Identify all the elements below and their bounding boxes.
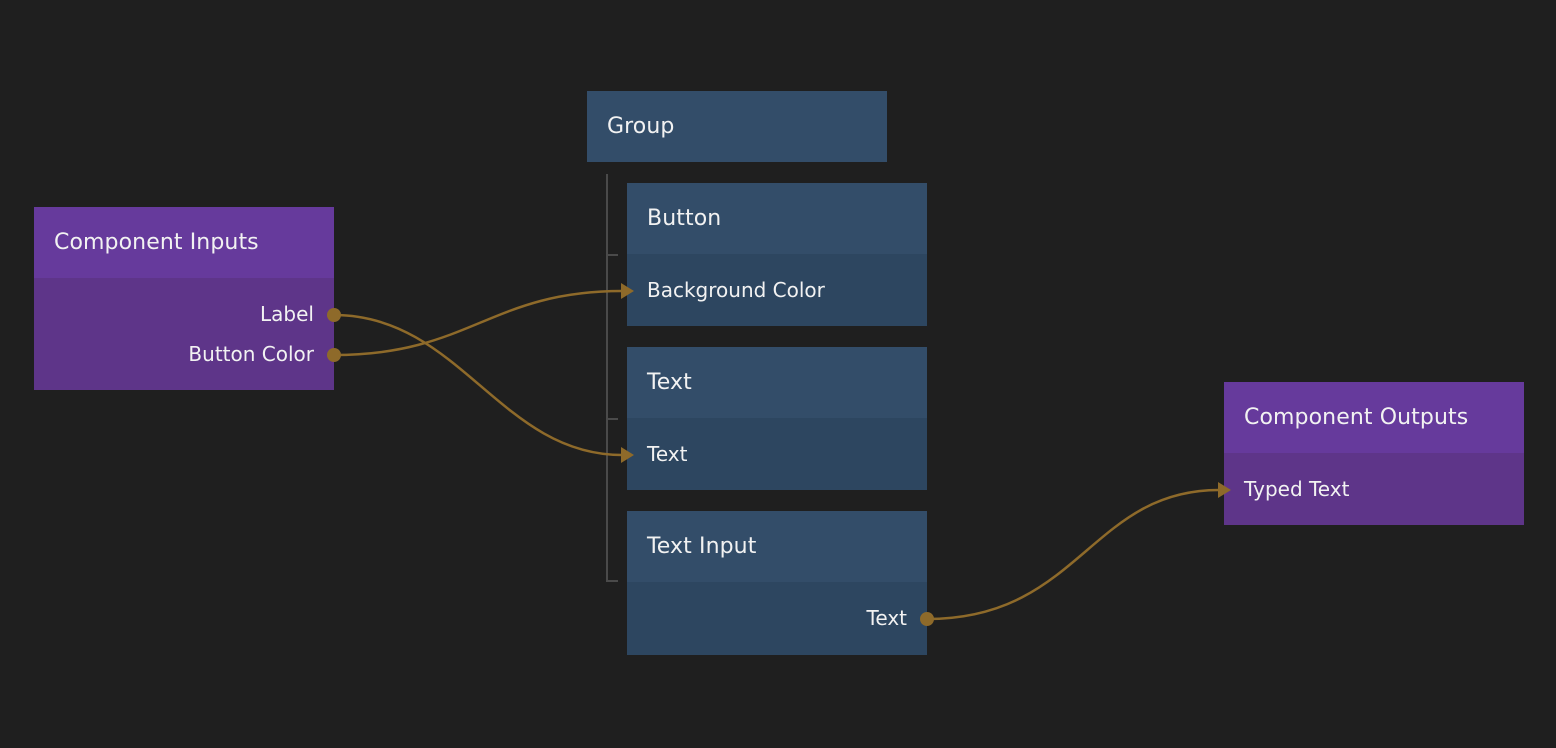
port-label: Typed Text: [1244, 477, 1350, 501]
output-port-label[interactable]: Label: [34, 294, 334, 334]
hierarchy-line-text: [606, 418, 618, 420]
node-header[interactable]: Text: [627, 347, 927, 418]
port-label: Label: [260, 302, 314, 326]
group-node[interactable]: Group: [587, 91, 887, 162]
hierarchy-line-text-input: [606, 580, 618, 582]
text-node[interactable]: Text Text: [627, 347, 927, 490]
output-port-button-color[interactable]: Button Color: [34, 334, 334, 374]
node-header[interactable]: Text Input: [627, 511, 927, 582]
connection-text-to-typed-text[interactable]: [926, 488, 1220, 621]
hierarchy-line-vertical: [606, 174, 608, 582]
text-input-node[interactable]: Text Input Text: [627, 511, 927, 655]
node-title: Text: [647, 370, 692, 395]
node-header[interactable]: Group: [587, 91, 887, 162]
node-title: Text Input: [647, 534, 757, 559]
node-header[interactable]: Button: [627, 183, 927, 254]
node-title: Component Inputs: [54, 230, 259, 255]
node-header[interactable]: Component Inputs: [34, 207, 334, 278]
node-title: Component Outputs: [1244, 405, 1469, 430]
node-body: Label Button Color: [34, 278, 334, 390]
port-label: Background Color: [647, 278, 825, 302]
node-title: Group: [607, 114, 675, 139]
component-inputs-node[interactable]: Component Inputs Label Button Color: [34, 207, 334, 390]
port-label: Text: [647, 442, 688, 466]
output-port-text[interactable]: Text: [627, 598, 927, 638]
node-body: Text: [627, 582, 927, 655]
input-port-typed-text[interactable]: Typed Text: [1224, 469, 1524, 509]
node-title: Button: [647, 206, 722, 231]
port-label: Button Color: [188, 342, 314, 366]
node-header[interactable]: Component Outputs: [1224, 382, 1524, 453]
port-label: Text: [866, 606, 907, 630]
node-body: Background Color: [627, 254, 927, 326]
node-body: Text: [627, 418, 927, 490]
button-node[interactable]: Button Background Color: [627, 183, 927, 326]
component-outputs-node[interactable]: Component Outputs Typed Text: [1224, 382, 1524, 525]
hierarchy-line-button: [606, 254, 618, 256]
input-port-background-color[interactable]: Background Color: [627, 270, 927, 310]
input-port-text[interactable]: Text: [627, 434, 927, 474]
connection-label-to-text[interactable]: [333, 313, 623, 457]
node-body: Typed Text: [1224, 453, 1524, 525]
connection-button-color-to-background-color[interactable]: [333, 289, 623, 357]
